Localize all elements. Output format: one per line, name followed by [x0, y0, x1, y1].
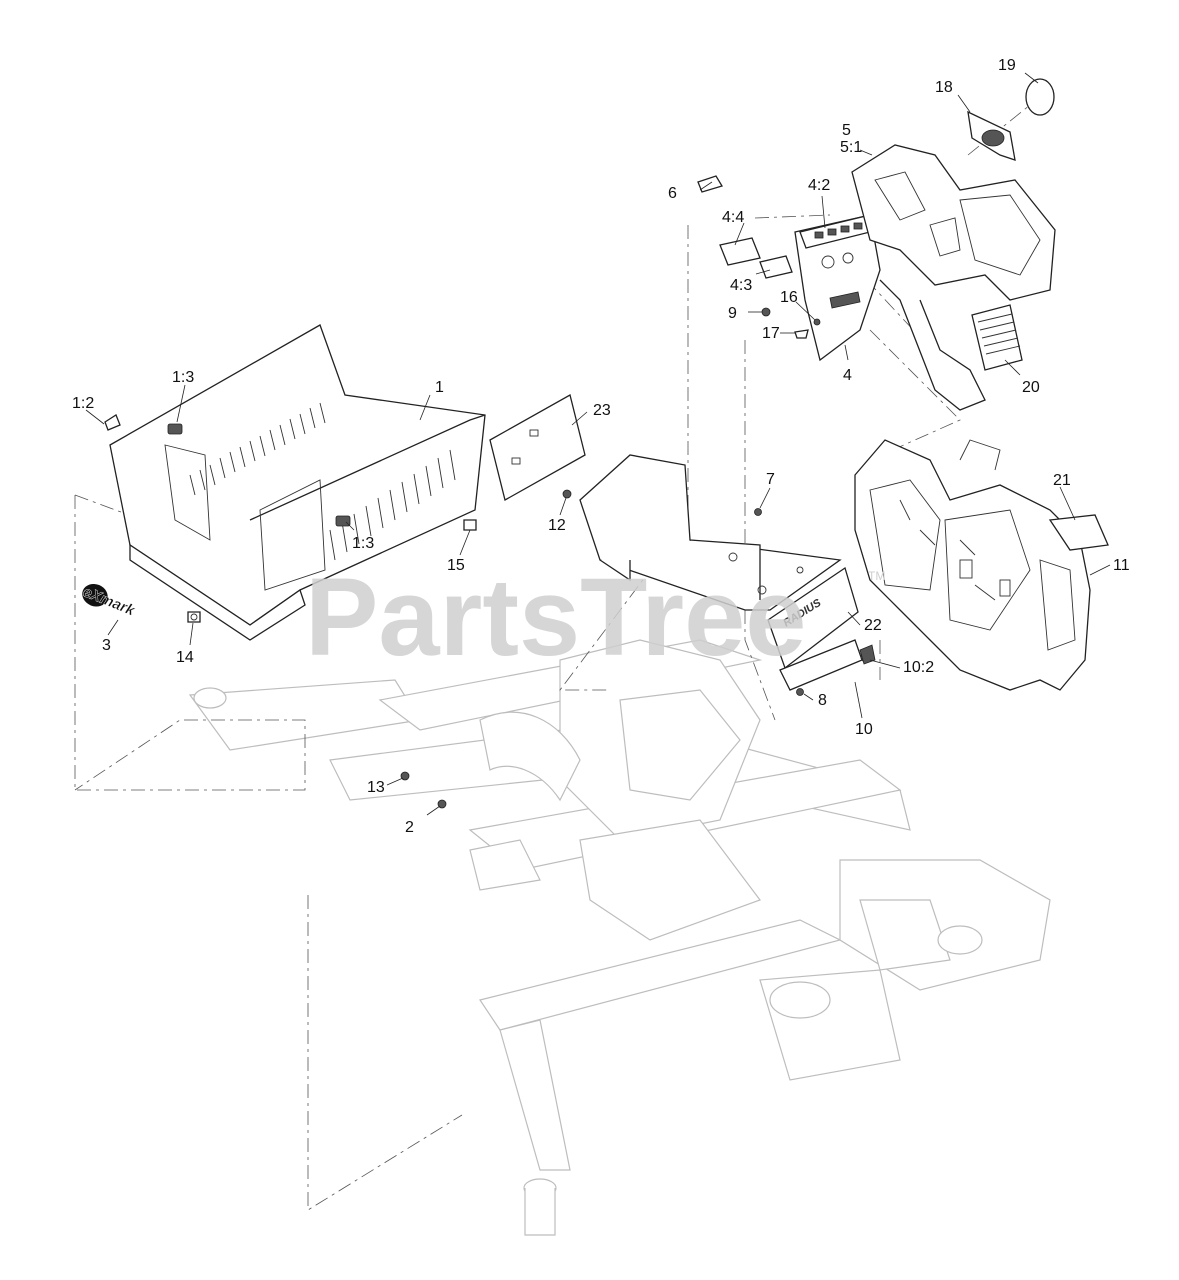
part-1-cover — [104, 324, 486, 641]
callout-4-2: 4:2 — [808, 177, 830, 194]
fastener-16 — [813, 318, 821, 326]
part-19-disc — [1025, 78, 1055, 116]
callout-12: 12 — [548, 517, 566, 534]
logo-decal: eXmark — [80, 583, 138, 620]
callout-14: 14 — [176, 649, 194, 666]
callout-7: 7 — [766, 471, 775, 488]
part-10-bracket — [779, 639, 876, 691]
callout-5-1: 5:1 — [840, 139, 862, 156]
fastener-17 — [794, 329, 809, 339]
decal-4-3 — [759, 255, 793, 279]
fastener-14 — [187, 611, 201, 623]
part-18-cap — [967, 110, 1016, 161]
cover-slots — [189, 402, 456, 561]
fastener-9 — [761, 307, 771, 317]
console-bracket — [579, 454, 842, 611]
callout-13: 13 — [367, 779, 385, 796]
callout-15: 15 — [447, 557, 465, 574]
fastener-8 — [796, 688, 804, 696]
callout-6: 6 — [668, 185, 677, 202]
watermark: PartsTree TM — [305, 556, 885, 679]
callout-1-2: 1:2 — [72, 395, 94, 412]
logo-text: eXmark — [80, 583, 137, 619]
callout-1: 1 — [435, 379, 444, 396]
callout-8: 8 — [818, 692, 827, 709]
part-11-panel — [854, 439, 1091, 691]
part-23-plate — [489, 394, 586, 501]
callout-4-4: 4:4 — [722, 209, 744, 226]
callout-1-3-top: 1:3 — [172, 369, 194, 386]
fastener-12 — [562, 489, 572, 499]
callout-4: 4 — [843, 367, 852, 384]
callout-5: 5 — [842, 122, 851, 139]
part-5-cover — [851, 144, 1056, 411]
watermark-trademark: TM — [868, 569, 885, 583]
frame-chassis — [188, 639, 1051, 1236]
clip-1-2 — [104, 414, 121, 431]
callout-10-2: 10:2 — [903, 659, 934, 676]
callout-22: 22 — [864, 617, 882, 634]
callout-17: 17 — [762, 325, 780, 342]
callout-10: 10 — [855, 721, 873, 738]
part-20-grille — [971, 304, 1023, 371]
callout-19: 19 — [998, 57, 1016, 74]
leader-lines — [85, 72, 1111, 816]
callout-2: 2 — [405, 819, 414, 836]
callout-21: 21 — [1053, 472, 1071, 489]
control-panel-switches — [814, 222, 863, 239]
callout-1-3-bottom: 1:3 — [352, 535, 374, 552]
part-22-decal: RADIUS — [767, 566, 859, 670]
callout-11: 11 — [1113, 557, 1130, 574]
callout-labels: 19 18 5 5:1 6 4:2 4:4 4:3 9 16 17 4 20 1… — [72, 57, 1130, 836]
part-6-clip — [697, 175, 723, 193]
callout-23: 23 — [593, 402, 611, 419]
watermark-text: PartsTree — [305, 556, 806, 679]
callout-16: 16 — [780, 289, 798, 306]
fastener-7 — [754, 508, 762, 516]
callout-18: 18 — [935, 79, 953, 96]
callout-9: 9 — [728, 305, 737, 322]
fastener-13 — [400, 771, 410, 781]
callout-3: 3 — [102, 637, 111, 654]
callout-4-3: 4:3 — [730, 277, 752, 294]
fastener-1-3-bottom — [335, 515, 351, 527]
fastener-15 — [463, 519, 477, 531]
part-4-control-panel — [794, 214, 881, 362]
fastener-1-3-top — [167, 423, 183, 435]
decal-4-4 — [719, 237, 761, 266]
part-21-cap — [1048, 514, 1109, 551]
callout-20: 20 — [1022, 379, 1040, 396]
